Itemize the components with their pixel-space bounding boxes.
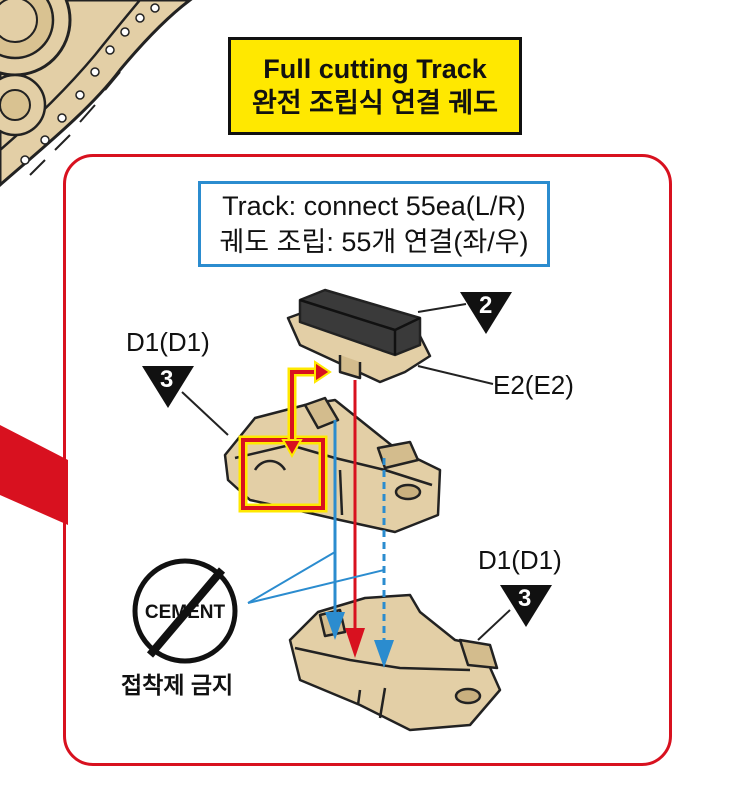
upper-track-label: D1(D1) <box>126 327 210 357</box>
instruction-box: Track: connect 55ea(L/R) 궤도 조립: 55개 연결(좌… <box>198 181 550 267</box>
upper-step-number: 3 <box>160 366 174 393</box>
leader-pad-step <box>417 303 467 313</box>
lower-step-number: 3 <box>518 585 532 612</box>
blue-arrowhead-left <box>325 612 345 640</box>
leader-upper-link <box>181 391 229 436</box>
lower-step-triangle <box>500 585 552 627</box>
upper-track-link <box>223 396 442 534</box>
instruction-line-1: Track: connect 55ea(L/R) <box>222 191 526 221</box>
red-arrowhead <box>345 628 365 658</box>
rubber-pad <box>286 288 432 384</box>
title-line-1: Full cutting Track <box>263 54 487 84</box>
lower-track-link <box>288 593 502 732</box>
blue-arrowhead-right <box>374 640 394 668</box>
pad-label: E2(E2) <box>493 370 574 400</box>
wheel-track-fragment <box>0 0 193 187</box>
instruction-line-2: 궤도 조립: 55개 연결(좌/우) <box>219 227 529 257</box>
red-pointer <box>0 425 68 525</box>
leader-pad <box>417 365 494 385</box>
pad-step-number: 2 <box>479 292 493 319</box>
cement-caption: 접착제 금지 <box>121 672 234 698</box>
no-cement-icon: CEMENT <box>132 558 238 664</box>
leader-lower-link <box>477 609 511 641</box>
guide-lines <box>247 380 394 668</box>
title-box: Full cutting Track 완전 조립식 연결 궤도 <box>228 37 522 135</box>
upper-step-triangle <box>142 366 194 408</box>
insert-arrow <box>281 360 332 459</box>
pad-step-triangle <box>460 292 512 334</box>
instruction-panel <box>63 154 672 766</box>
lower-track-label: D1(D1) <box>478 545 562 575</box>
title-line-2: 완전 조립식 연결 궤도 <box>251 88 499 118</box>
